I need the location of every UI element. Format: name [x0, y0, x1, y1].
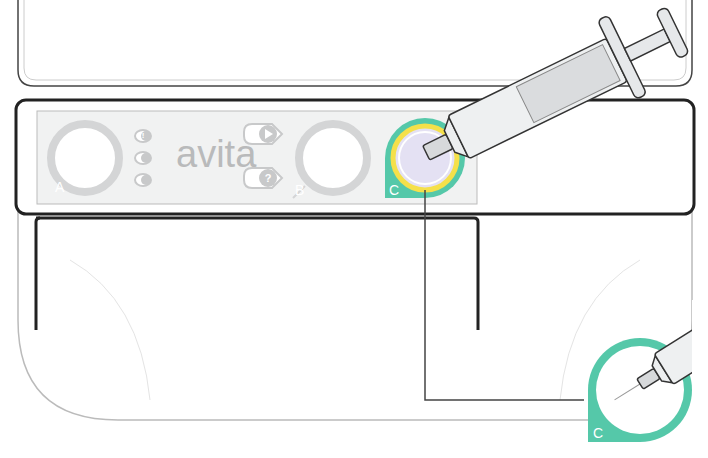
brand-logo: avita — [176, 135, 256, 173]
help-symbol: ? — [265, 173, 272, 184]
callout-letter: C — [593, 426, 603, 440]
indicator-symbol: ! — [142, 132, 145, 140]
port-letter: A — [55, 180, 64, 194]
port-letter: C — [389, 183, 399, 197]
port-letter: B — [295, 183, 304, 197]
